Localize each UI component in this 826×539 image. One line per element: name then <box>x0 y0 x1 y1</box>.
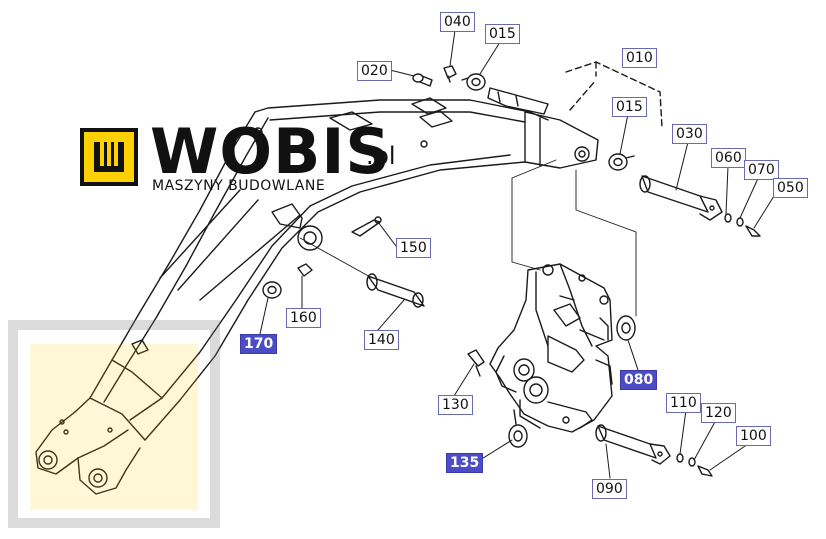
washer-060 <box>724 213 732 223</box>
brand-logo: WOBIS .pl MASZYNY BUDOWLANE <box>80 115 410 214</box>
logo-mark-icon <box>80 128 138 186</box>
part-label-020[interactable]: 020 <box>357 61 392 81</box>
assembly-path-lines <box>299 159 637 317</box>
nut-160 <box>297 263 313 277</box>
pin-030 <box>639 175 723 221</box>
pin-140 <box>366 273 425 308</box>
part-label-050[interactable]: 050 <box>773 178 808 198</box>
bushing-015-top <box>461 73 486 91</box>
bushing-015-right <box>608 153 635 171</box>
bolt-100 <box>697 465 713 477</box>
part-label-010[interactable]: 010 <box>622 48 657 68</box>
washer-110 <box>676 453 684 463</box>
boom-arm <box>35 87 599 495</box>
bolt-020 <box>412 73 433 87</box>
bolt-050 <box>745 225 761 237</box>
washer-080 <box>616 315 636 341</box>
part-label-040[interactable]: 040 <box>440 12 475 32</box>
washer-135 <box>508 409 528 448</box>
part-label-120[interactable]: 120 <box>701 403 736 423</box>
part-label-060[interactable]: 060 <box>711 148 746 168</box>
part-label-015-top[interactable]: 015 <box>485 24 520 44</box>
brand-tld: .pl <box>366 142 396 170</box>
part-label-110[interactable]: 110 <box>666 393 701 413</box>
washer-120 <box>688 457 696 467</box>
part-label-015-right[interactable]: 015 <box>612 97 647 117</box>
part-label-150[interactable]: 150 <box>396 238 431 258</box>
pin-040-grease-nipple <box>443 65 457 83</box>
grease-nipple-130 <box>467 349 485 377</box>
leader-lines <box>259 29 775 479</box>
quick-coupler <box>489 263 613 433</box>
part-label-100[interactable]: 100 <box>736 426 771 446</box>
logo-glyph <box>94 142 124 172</box>
part-label-170[interactable]: 170 <box>240 334 278 354</box>
dashed-group-010 <box>565 61 663 129</box>
part-label-090[interactable]: 090 <box>592 479 627 499</box>
brand-tagline: MASZYNY BUDOWLANE <box>152 178 326 194</box>
part-label-140[interactable]: 140 <box>364 330 399 350</box>
washer-070 <box>736 217 744 227</box>
part-label-080[interactable]: 080 <box>620 370 658 390</box>
part-label-070[interactable]: 070 <box>744 160 779 180</box>
part-label-135[interactable]: 135 <box>446 453 484 473</box>
part-label-130[interactable]: 130 <box>438 395 473 415</box>
washer-170 <box>262 281 282 299</box>
pin-090 <box>595 424 671 465</box>
brand-name: WOBIS <box>150 115 392 188</box>
part-label-030[interactable]: 030 <box>672 124 707 144</box>
part-label-160[interactable]: 160 <box>286 308 321 328</box>
bolt-150 <box>351 216 382 237</box>
